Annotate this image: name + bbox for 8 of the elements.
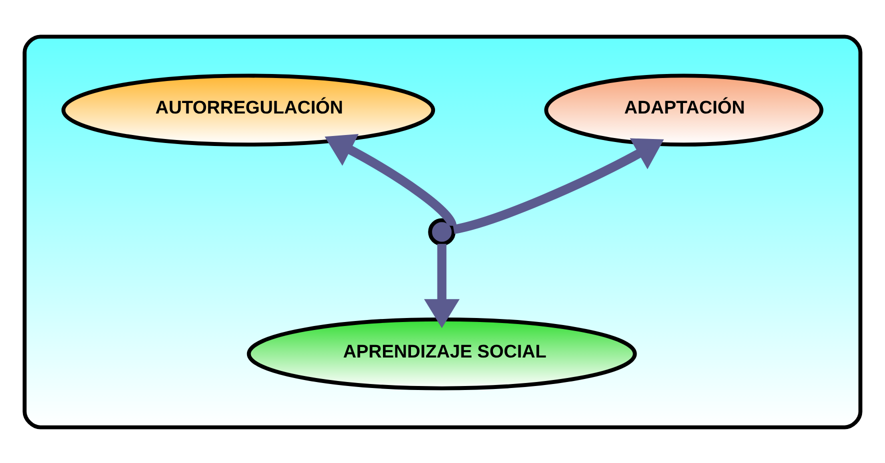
arrow	[452, 138, 664, 234]
node-ellipse: APRENDIZAJE SOCIAL	[246, 316, 637, 390]
arrow	[324, 134, 456, 226]
node-point	[428, 218, 456, 246]
node-ellipse: ADAPTACIÓN	[544, 73, 824, 146]
node-ellipse: AUTORREGULACIÓN	[61, 73, 436, 146]
arrow	[424, 243, 460, 328]
cluster	[22, 34, 862, 429]
